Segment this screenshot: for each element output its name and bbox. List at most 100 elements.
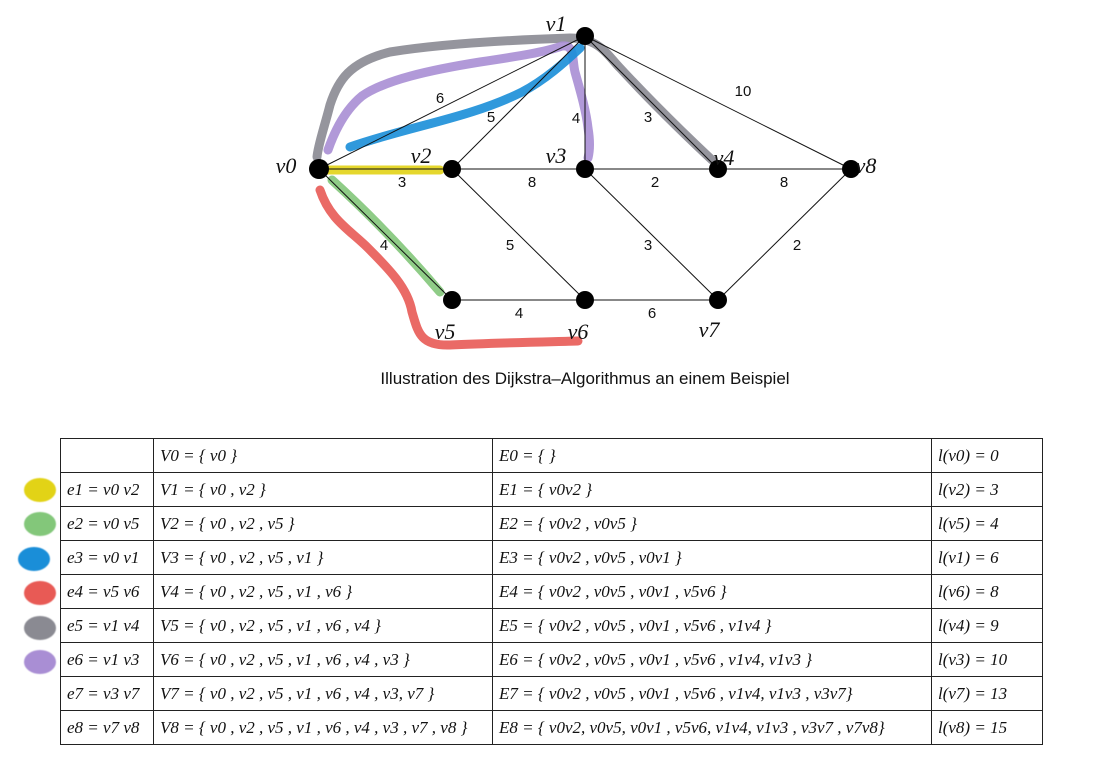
vertex-set-cell: V3 = { v0 , v2 , v5 , v1 } xyxy=(153,540,493,575)
node-v0 xyxy=(309,159,329,179)
node-v2 xyxy=(443,160,461,178)
distance-cell: l(v7) = 13 xyxy=(931,676,1043,711)
edge-set-cell: E0 = { } xyxy=(492,438,932,473)
highlight-red xyxy=(315,185,583,350)
edge-set-cell: E2 = { v0v2 , v0v5 } xyxy=(492,506,932,541)
node-label-v3: v3 xyxy=(546,143,567,168)
distance-cell: l(v4) = 9 xyxy=(931,608,1043,643)
edge-cell: e4 = v5 v6 xyxy=(60,574,154,609)
edge-v0-v1 xyxy=(318,35,586,170)
node-v5 xyxy=(443,291,461,309)
graph-labels: 6 3 4 5 4 3 10 8 5 2 3 8 4 6 2 v0 v1 v2 v3 v4 v5 v6 v7 v8 xyxy=(276,11,877,344)
table-row: V0 = { v0 }E0 = { }l(v0) = 0 xyxy=(60,438,1043,473)
edge-v1-v2 xyxy=(451,35,586,170)
edge-v1-v4 xyxy=(584,35,719,170)
distance-cell: l(v1) = 6 xyxy=(931,540,1043,575)
edge-cell: e3 = v0 v1 xyxy=(60,540,154,575)
edge-weight-v5-v6: 4 xyxy=(515,305,523,322)
edge-set-cell: E1 = { v0v2 } xyxy=(492,472,932,507)
node-label-v7: v7 xyxy=(699,317,721,342)
graph-nodes xyxy=(309,27,860,309)
distance-cell: l(v8) = 15 xyxy=(931,710,1043,745)
node-v4 xyxy=(709,160,727,178)
highlight-purple xyxy=(323,41,594,163)
edge-weight-v7-v8: 2 xyxy=(793,237,801,254)
edge-weight-v6-v7: 6 xyxy=(648,305,656,322)
edge-v2-v6 xyxy=(451,168,586,301)
edge-cell: e1 = v0 v2 xyxy=(60,472,154,507)
path-highlights xyxy=(312,33,717,350)
edge-weight-v1-v4: 3 xyxy=(644,109,652,126)
edge-v0-v5 xyxy=(318,168,453,301)
edge-weight-v1-v2: 5 xyxy=(487,109,495,126)
distance-cell: l(v5) = 4 xyxy=(931,506,1043,541)
highlight-gray xyxy=(312,33,717,165)
edge-weight-v1-v8: 10 xyxy=(735,83,752,100)
node-v3 xyxy=(576,160,594,178)
vertex-set-cell: V2 = { v0 , v2 , v5 } xyxy=(153,506,493,541)
distance-cell: l(v6) = 8 xyxy=(931,574,1043,609)
edge-set-cell: E3 = { v0v2 , v0v5 , v0v1 } xyxy=(492,540,932,575)
highlight-green xyxy=(327,175,445,297)
legend-dot-green xyxy=(24,512,56,536)
edge-set-cell: E4 = { v0v2 , v0v5 , v0v1 , v5v6 } xyxy=(492,574,932,609)
edge-weight-v1-v3: 4 xyxy=(572,110,580,127)
figure-caption: Illustration des Dijkstra–Algorithmus an… xyxy=(380,369,790,388)
legend-dot-red xyxy=(24,581,56,605)
node-label-v5: v5 xyxy=(435,319,456,344)
node-label-v2: v2 xyxy=(411,143,432,168)
distance-cell: l(v2) = 3 xyxy=(931,472,1043,507)
edge-cell: e8 = v7 v8 xyxy=(60,710,154,745)
edge-v7-v8 xyxy=(717,168,852,301)
graph-edges xyxy=(318,35,852,301)
node-v1 xyxy=(576,27,594,45)
node-label-v1: v1 xyxy=(546,11,567,36)
edge-weight-v0-v5: 4 xyxy=(380,237,388,254)
node-label-v8: v8 xyxy=(856,153,877,178)
node-v8 xyxy=(842,160,860,178)
edge-v3-v7 xyxy=(584,168,719,301)
node-v7 xyxy=(709,291,727,309)
vertex-set-cell: V0 = { v0 } xyxy=(153,438,493,473)
edge-cell xyxy=(60,438,154,473)
vertex-set-cell: V7 = { v0 , v2 , v5 , v1 , v6 , v4 , v3,… xyxy=(153,676,493,711)
edge-set-cell: E7 = { v0v2 , v0v5 , v0v1 , v5v6 , v1v4,… xyxy=(492,676,932,711)
distance-cell: l(v3) = 10 xyxy=(931,642,1043,677)
edge-weight-v3-v7: 3 xyxy=(644,237,652,254)
edge-cell: e7 = v3 v7 xyxy=(60,676,154,711)
edge-cell: e6 = v1 v3 xyxy=(60,642,154,677)
edge-weight-v0-v2: 3 xyxy=(398,174,406,191)
legend-dot-purple xyxy=(24,650,56,674)
highlight-blue xyxy=(345,43,585,152)
edge-weight-v2-v6: 5 xyxy=(506,237,514,254)
edge-weight-v0-v1: 6 xyxy=(436,90,444,107)
edge-cell: e5 = v1 v4 xyxy=(60,608,154,643)
edge-weight-v3-v4: 2 xyxy=(651,174,659,191)
edge-set-cell: E8 = { v0v2, v0v5, v0v1 , v5v6, v1v4, v1… xyxy=(492,710,932,745)
vertex-set-cell: V6 = { v0 , v2 , v5 , v1 , v6 , v4 , v3 … xyxy=(153,642,493,677)
vertex-set-cell: V4 = { v0 , v2 , v5 , v1 , v6 } xyxy=(153,574,493,609)
edge-v1-v8 xyxy=(584,35,852,170)
edge-cell: e2 = v0 v5 xyxy=(60,506,154,541)
legend-dot-blue xyxy=(18,546,50,571)
legend-dot-yellow xyxy=(24,477,56,502)
vertex-set-cell: V8 = { v0 , v2 , v5 , v1 , v6 , v4 , v3 … xyxy=(153,710,493,745)
graph-diagram: 6 3 4 5 4 3 10 8 5 2 3 8 4 6 2 v0 v1 v2 v3 v4 v5 v6 v7 v8 xyxy=(276,11,877,350)
edge-weight-v2-v3: 8 xyxy=(528,174,536,191)
edge-set-cell: E6 = { v0v2 , v0v5 , v0v1 , v5v6 , v1v4,… xyxy=(492,642,932,677)
node-label-v0: v0 xyxy=(276,153,297,178)
distance-cell: l(v0) = 0 xyxy=(931,438,1043,473)
edge-weight-v4-v8: 8 xyxy=(780,174,788,191)
edge-set-cell: E5 = { v0v2 , v0v5 , v0v1 , v5v6 , v1v4 … xyxy=(492,608,932,643)
legend-dot-gray xyxy=(24,615,56,640)
node-label-v4: v4 xyxy=(714,145,735,170)
vertex-set-cell: V1 = { v0 , v2 } xyxy=(153,472,493,507)
node-label-v6: v6 xyxy=(568,319,589,344)
